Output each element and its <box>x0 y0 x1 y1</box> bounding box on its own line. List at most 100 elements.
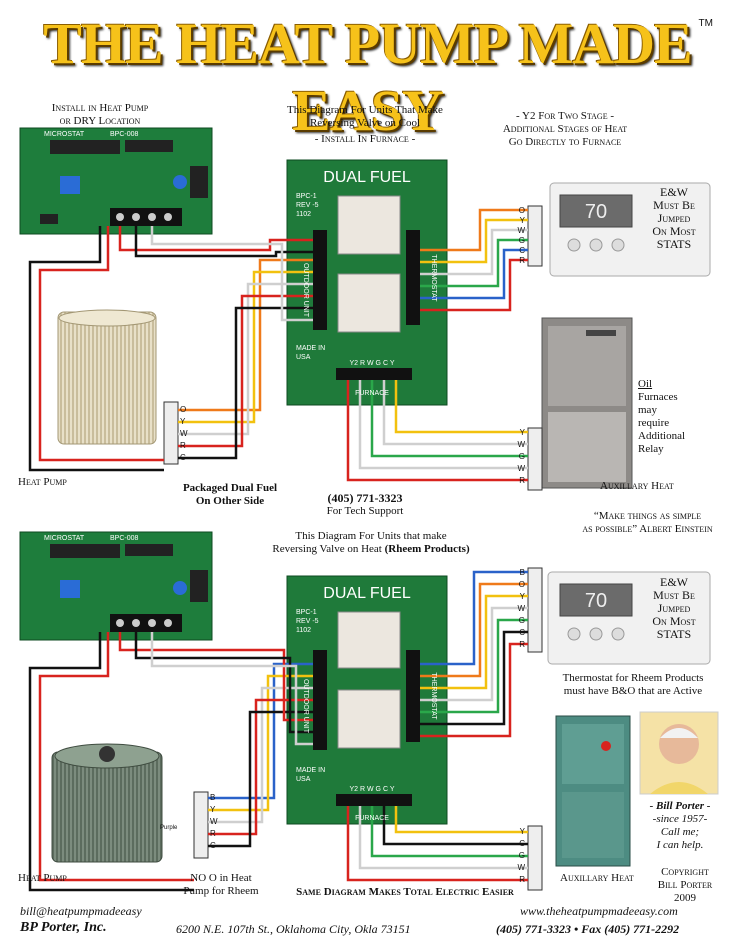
wires-furnace-top <box>346 380 528 482</box>
dual-fuel-board-bottom <box>286 575 448 825</box>
no-o-line: NO O in Heat <box>190 872 252 884</box>
ew-note-line: E&W <box>660 185 688 199</box>
terminal-label: C <box>210 841 216 850</box>
board-thermostat-top: THERMOSTAT <box>430 254 437 302</box>
bill-since: -since 1957- <box>652 813 708 825</box>
diagram-note-emphasis: (Rheem Products) <box>384 543 470 555</box>
board-date-top: 1102 <box>296 211 311 218</box>
terminal-label: W <box>210 817 218 826</box>
purple-label: Purple <box>160 825 178 831</box>
terminal-label: W <box>517 863 525 872</box>
diagram-note-bottom: This Diagram For Units that make Reversi… <box>246 530 496 556</box>
terminal-label: C <box>519 628 525 637</box>
tech-support-phone: (405) 771-3323 <box>327 491 403 505</box>
ew-note-line: Must Be <box>653 588 695 602</box>
terminal-block-heatpump-bottom <box>193 791 209 859</box>
copyright-note: Copyright Bill Porter 2009 <box>650 866 720 905</box>
board-title-top: DUAL FUEL <box>323 169 411 186</box>
install-note: Install in Heat Pump or DRY Location <box>20 102 180 128</box>
rheem-note-line: must have B&O that are Active <box>563 685 703 697</box>
wires-microstat-top <box>28 226 313 472</box>
terminal-label: W <box>517 226 525 235</box>
footer-email[interactable]: bill@heatpumpmadeeasy <box>20 904 142 918</box>
ew-note-line: E&W <box>660 575 688 589</box>
terminal-label: Y <box>210 805 216 814</box>
install-note-line: Install in Heat Pump <box>51 102 149 114</box>
microstat-board-top <box>19 127 213 235</box>
board-furnace-pins-bottom: Y2 R W G C Y <box>350 786 395 793</box>
diagram-note-line: This Diagram For Units that make <box>295 530 447 542</box>
ew-note-line: On Most <box>652 224 696 238</box>
y2-note: - Y2 For Two Stage - Additional Stages o… <box>480 110 650 149</box>
ew-note-line: Must Be <box>653 198 695 212</box>
oil-note-line: require <box>638 417 670 429</box>
packaged-note-line: On Other Side <box>195 495 265 507</box>
ew-note-line: STATS <box>656 237 692 251</box>
thermostat-top <box>549 182 711 277</box>
footer-website[interactable]: www.theheatpumpmadeeasy.com <box>520 904 678 918</box>
terminal-block-heatpump-top <box>163 401 179 465</box>
bill-porter-photo <box>639 711 719 795</box>
microstat-label-bottom: MICROSTAT <box>44 535 85 542</box>
aux-heat-label-bottom: Auxillary Heat <box>560 872 634 884</box>
microstat-model-top: BPC-008 <box>110 131 139 138</box>
board-outdoor-bottom: OUTDOOR UNIT <box>302 679 309 734</box>
packaged-note-line: Packaged Dual Fuel <box>182 482 278 494</box>
footer-address: 6200 N.E. 107th St., Oklahoma City, Okla… <box>176 922 411 936</box>
terminal-label: O <box>519 206 525 215</box>
terminal-label: C <box>180 453 186 462</box>
copyright-line: Bill Porter <box>657 879 713 891</box>
y2-note-line: Additional Stages of Heat <box>502 123 628 135</box>
oil-note: Oil Furnaces may require Additional Rela… <box>638 378 698 456</box>
bill-help: I can help. <box>656 839 704 851</box>
ew-note-line: STATS <box>656 627 692 641</box>
terminal-label: B <box>520 568 525 577</box>
board-thermostat-bottom: THERMOSTAT <box>430 672 437 720</box>
y2-note-line: Go Directly to Furnace <box>508 136 622 148</box>
rheem-note-line: Thermostat for Rheem Products <box>562 672 704 684</box>
board-model-bottom: BPC-1 <box>296 609 317 616</box>
y2-note-line: - Y2 For Two Stage - <box>516 110 614 122</box>
copyright-line: 2009 <box>674 892 696 904</box>
terminal-block-furnace-bottom <box>527 825 543 891</box>
outdoor-unit-bottom <box>51 743 163 863</box>
terminal-label: G <box>519 616 525 625</box>
terminal-label: W <box>517 604 525 613</box>
microstat-board-bottom <box>19 531 213 641</box>
terminal-label: W <box>517 440 525 449</box>
board-title-bottom: DUAL FUEL <box>323 585 411 602</box>
thermostat-bottom <box>547 571 711 665</box>
bill-name: - Bill Porter - <box>649 800 711 812</box>
thermostat-display-top: 70 <box>585 201 607 223</box>
einstein-quote: “Make things as simple as possible” Albe… <box>560 510 735 536</box>
board-date-bottom: 1102 <box>296 627 311 634</box>
bill-porter-caption: - Bill Porter - -since 1957- Call me; I … <box>640 800 720 852</box>
air-handler-bottom <box>555 715 631 867</box>
microstat-model-bottom: BPC-008 <box>110 535 139 542</box>
oil-note-line: Relay <box>638 443 664 455</box>
terminal-label: B <box>210 793 215 802</box>
diagram-note-top: This Diagram For Units That Make Reversi… <box>270 104 460 146</box>
board-furnace-pins-top: Y2 R W G C Y <box>350 360 395 367</box>
heat-pump-label-bottom: Heat Pump <box>18 872 67 884</box>
wires-thermostat-top <box>420 208 528 312</box>
terminal-label: C <box>519 246 525 255</box>
terminal-label: R <box>210 829 216 838</box>
bill-call: Call me; <box>660 826 700 838</box>
terminal-label: Y <box>180 417 186 426</box>
quote-line: as possible” Albert Einstein <box>582 523 713 535</box>
furnace-top <box>541 317 633 489</box>
board-outdoor-top: OUTDOOR UNIT <box>302 263 309 318</box>
terminal-label: R <box>519 640 525 649</box>
heat-pump-label-top: Heat Pump <box>18 476 67 488</box>
aux-heat-label-top: Auxillary Heat <box>600 480 674 492</box>
wires-thermostat-bottom <box>420 570 528 738</box>
no-o-line: Pump for Rheem <box>183 885 259 897</box>
same-diagram-note: Same Diagram Makes Total Electric Easier <box>296 886 514 898</box>
diagram-note-line: This Diagram For Units That Make <box>287 104 443 116</box>
ew-note-top: E&W Must Be Jumped On Most STATS <box>640 186 708 251</box>
tech-support: (405) 771-3323 For Tech Support <box>310 492 420 518</box>
wires-microstat-bottom <box>28 632 313 892</box>
terminal-label: O <box>180 405 186 414</box>
